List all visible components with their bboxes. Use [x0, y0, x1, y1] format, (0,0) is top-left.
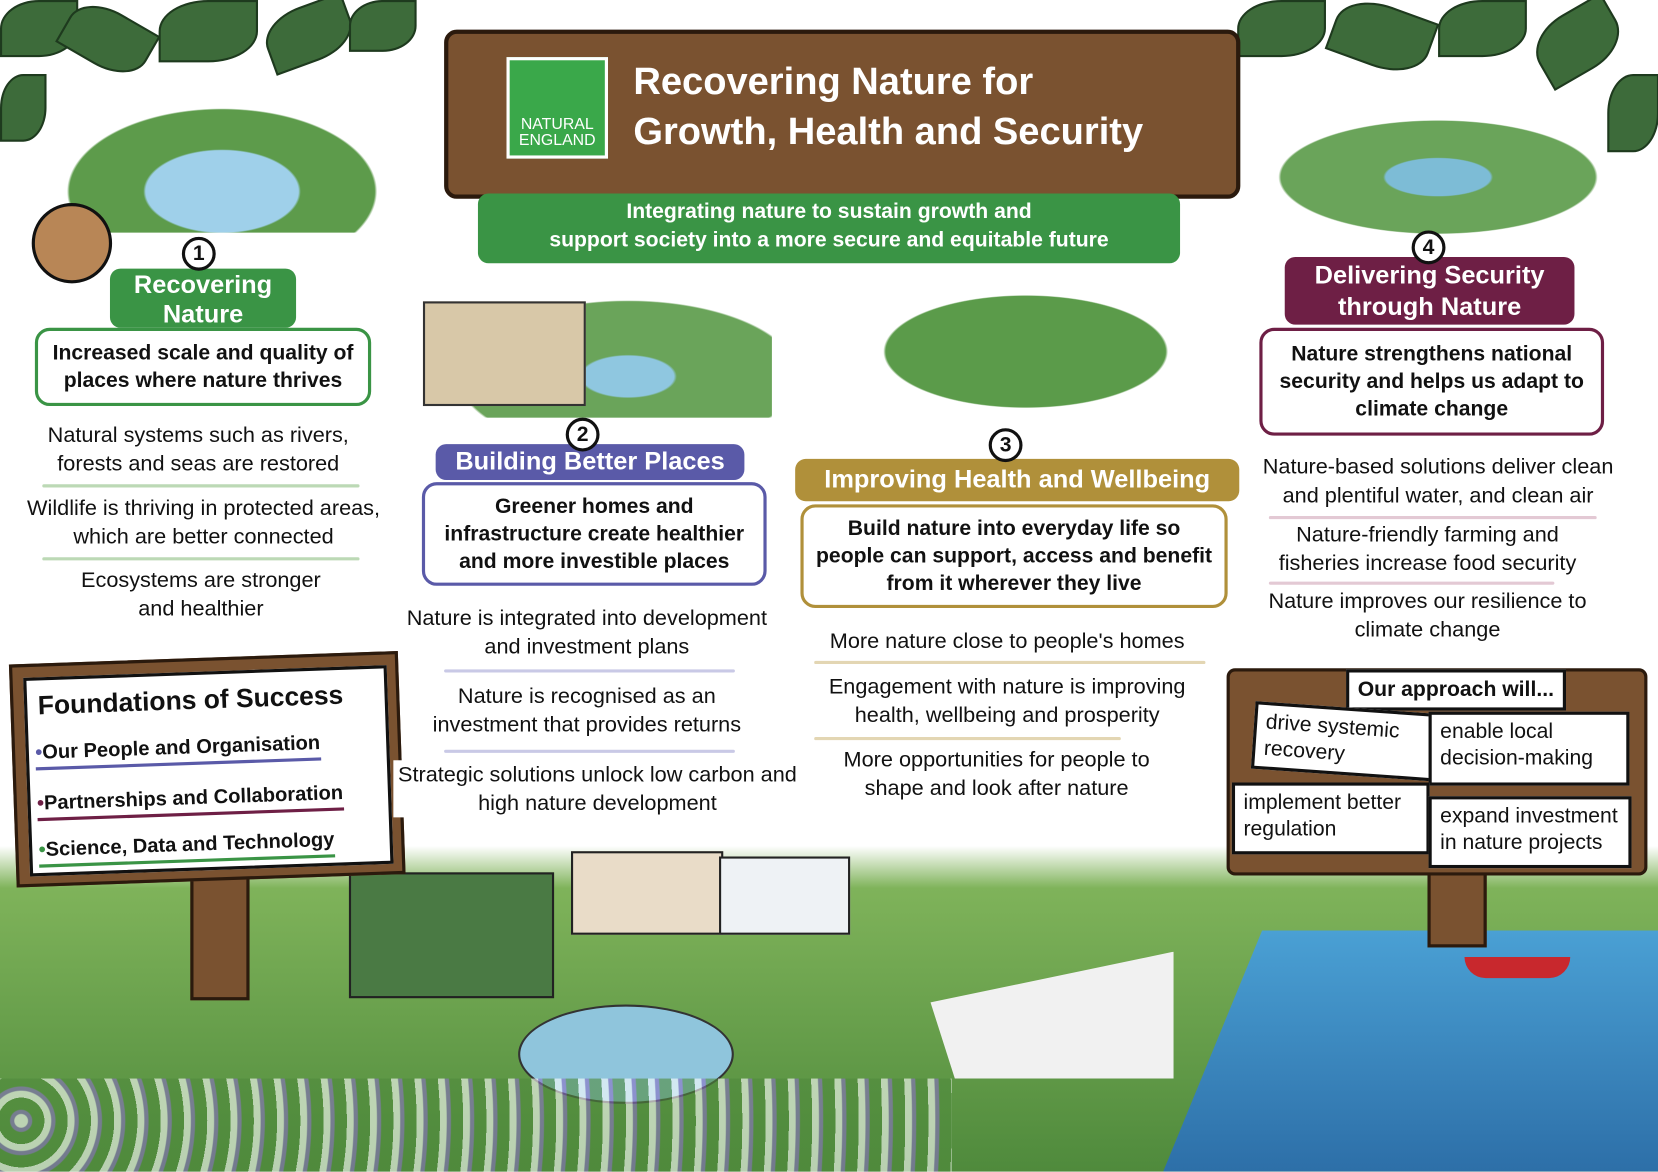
park-illustration [845, 280, 1206, 423]
pillar-4-number: 4 [1411, 230, 1446, 265]
approach-item-2: enable local decision-making [1428, 711, 1630, 786]
divider [42, 484, 360, 488]
subtitle-line-2: support society into a more secure and e… [549, 228, 1109, 252]
approach-sign: Our approach will... drive systemic reco… [1226, 668, 1648, 876]
divider [1268, 581, 1555, 585]
title-line-2: Growth, Health and Security [633, 108, 1144, 153]
pillar-1-item-3: Ecosystems are stronger and healthier [81, 567, 321, 621]
foundations-item-label: Partnerships and Collaboration [43, 781, 344, 815]
foundations-item-3: •Science, Data and Technology [38, 828, 335, 868]
pillar-4-title: Delivering Security through Nature [1284, 256, 1575, 325]
river-illustration [42, 95, 402, 233]
pillar-2-item-2: Nature is recognised as an investment th… [432, 684, 742, 738]
approach-title: Our approach will... [1346, 669, 1566, 711]
natural-england-logo: NATURAL ENGLAND [506, 57, 609, 159]
page-title: Recovering Nature for Growth, Health and… [633, 57, 1143, 156]
pillar-3-number: 3 [988, 428, 1023, 463]
divider [42, 557, 360, 561]
landscape-illustration [0, 824, 1658, 1172]
sea [1163, 930, 1658, 1172]
pillar-4-item-2: Nature-friendly farming and fisheries in… [1278, 522, 1577, 576]
foundations-item-label: Our People and Organisation [41, 732, 321, 764]
houses [570, 851, 724, 935]
pillar-2-item-1: Nature is integrated into development an… [406, 605, 767, 659]
pillar-2-item-3: Strategic solutions unlock low carbon an… [393, 760, 802, 818]
pillar-4-item-1: Nature-based solutions deliver clean and… [1262, 454, 1614, 508]
pillar-4-item-3: Nature improves our resilience to climat… [1268, 588, 1587, 642]
pillar-3-item-3: More opportunities for people to shape a… [843, 747, 1150, 801]
pillar-1-number: 1 [181, 236, 216, 271]
logo-text: NATURAL ENGLAND [518, 114, 596, 150]
divider [1268, 516, 1597, 520]
foundations-item-label: Science, Data and Technology [45, 828, 335, 862]
pillar-2-title: Building Better Places [435, 444, 745, 481]
title-sign: NATURAL ENGLAND Recovering Nature for Gr… [444, 29, 1241, 199]
cliffs [930, 951, 1174, 1079]
pillar-1-item-1: Natural systems such as rivers, forests … [47, 422, 349, 476]
oak-leaves-left-decoration [0, 0, 423, 142]
foundations-board: Foundations of Success •Our People and O… [23, 665, 394, 877]
town-buildings [348, 872, 555, 999]
subtitle-banner: Integrating nature to sustain growth and… [477, 193, 1181, 264]
pillar-3-item-2: Engagement with nature is improving heal… [828, 674, 1186, 728]
divider [814, 660, 1206, 665]
pillar-4-summary: Nature strengthens national security and… [1259, 327, 1605, 436]
oak-leaves-right-decoration [1237, 0, 1658, 153]
divider [814, 737, 1121, 741]
foundations-signpost [190, 867, 250, 1001]
farm-illustration [1253, 111, 1624, 244]
houses-illustration [412, 280, 772, 418]
title-line-1: Recovering Nature for [633, 59, 1034, 103]
foundations-sign: Foundations of Success •Our People and O… [8, 650, 406, 888]
foundations-title: Foundations of Success [37, 680, 344, 721]
pillar-3-item-1: More nature close to people's homes [829, 629, 1185, 654]
divider [444, 749, 735, 753]
divider [444, 669, 735, 673]
subtitle-line-1: Integrating nature to sustain growth and [626, 199, 1032, 224]
hospital [719, 856, 851, 935]
beaver-illustration [31, 203, 113, 284]
pillar-3-title: Improving Health and Wellbeing [795, 458, 1240, 502]
pillar-3-summary: Build nature into everyday life so peopl… [800, 504, 1228, 609]
foundations-item-1: •Our People and Organisation [34, 732, 321, 771]
approach-item-1: drive systemic recovery [1250, 701, 1438, 782]
foundations-item-2: •Partnerships and Collaboration [36, 781, 344, 822]
approach-item-4: expand investment in nature projects [1428, 796, 1632, 869]
pillar-1-item-2: Wildlife is thriving in protected areas,… [27, 495, 381, 549]
approach-item-3: implement better regulation [1231, 782, 1430, 855]
fishing-boat [1464, 956, 1571, 979]
pillar-2-number: 2 [565, 417, 600, 452]
pillar-1-summary: Increased scale and quality of places wh… [34, 327, 372, 407]
flowers [0, 1078, 952, 1172]
pillar-1-title: Recovering Nature [109, 268, 297, 328]
pillar-2-summary: Greener homes and infrastructure create … [421, 482, 767, 586]
